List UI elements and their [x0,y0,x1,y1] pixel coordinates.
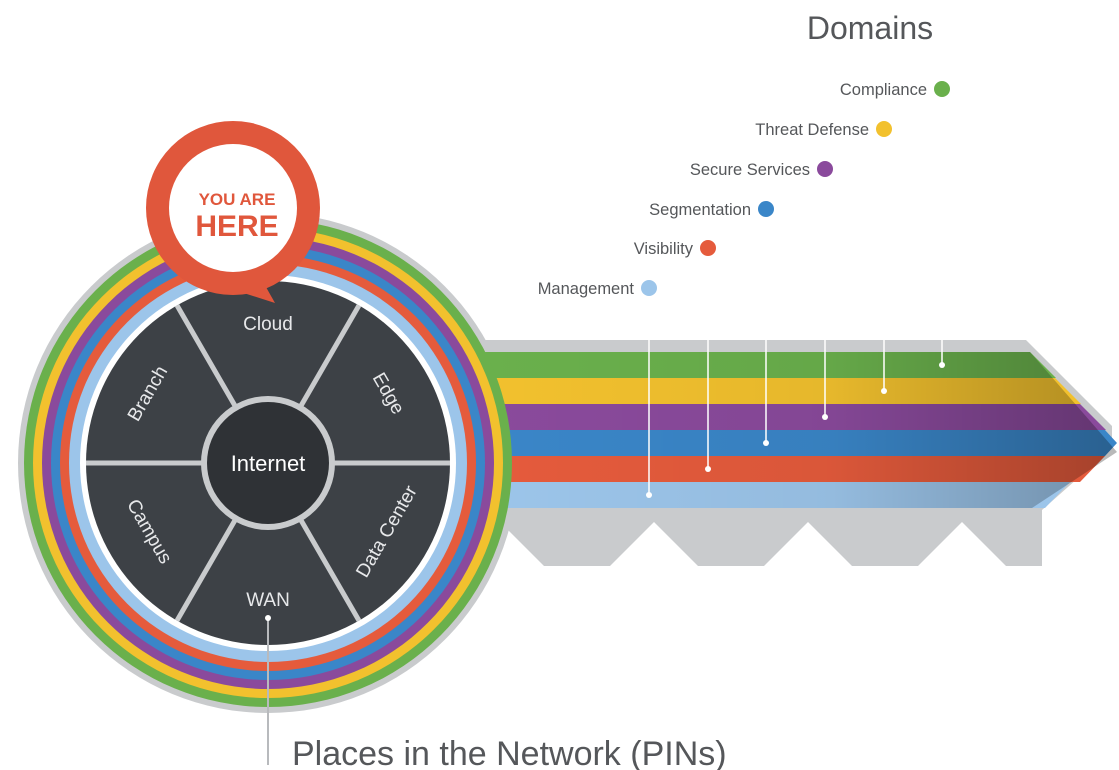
segment-divider [174,513,241,622]
domain-label-visibility: Visibility [634,240,694,258]
bands-shading [480,352,1117,508]
pin-label-wan: WAN [246,590,290,611]
pins-title: Places in the Network (PINs) [292,735,727,770]
callout-dot-visibility [700,240,716,256]
internet-hub [207,402,329,524]
callout-dot-compliance [934,81,950,97]
callout-anchor-segmentation [763,440,769,446]
domain-label-threat-defense: Threat Defense [755,121,869,139]
internet-label: Internet [231,451,306,476]
you-are-here-line2: HERE [195,210,278,243]
you-are-here-marker-inner [169,144,297,272]
you-are-here-line1: YOU ARE [199,190,276,209]
callout-anchor-visibility [705,466,711,472]
callout-anchor-threat-defense [881,388,887,394]
pins-pointer-dot [265,615,271,621]
domain-label-management: Management [538,280,635,298]
domains-title: Domains [807,10,933,46]
callout-anchor-secure-services [822,414,828,420]
domain-label-secure-services: Secure Services [690,161,810,179]
callout-anchor-compliance [939,362,945,368]
callout-anchor-management [646,492,652,498]
domain-label-segmentation: Segmentation [649,201,751,219]
callout-dot-threat-defense [876,121,892,137]
pin-label-cloud: Cloud [243,314,293,335]
callout-dot-management [641,280,657,296]
pins-dividers [86,304,450,622]
segment-divider [295,304,362,413]
domain-label-compliance: Compliance [840,81,927,99]
key-blade-shadow [450,500,1042,566]
callout-dot-segmentation [758,201,774,217]
callout-dot-secure-services [817,161,833,177]
segment-divider [295,513,362,622]
segment-divider [174,304,241,413]
